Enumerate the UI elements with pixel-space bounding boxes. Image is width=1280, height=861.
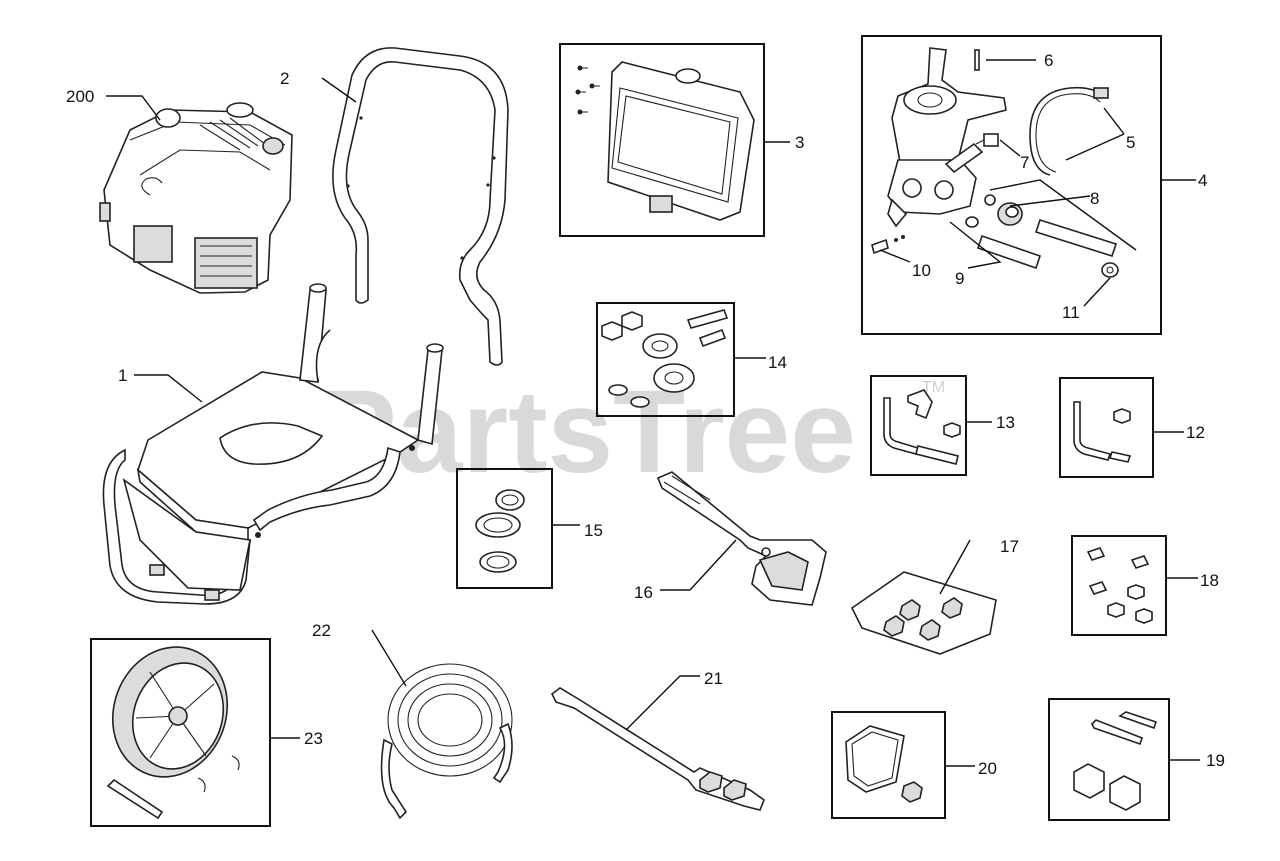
part-5-bypass-hose[interactable] [1029,86,1109,176]
callout-21[interactable]: 21 [704,669,723,688]
box-part-18 [1071,535,1167,636]
leader-11 [1083,277,1111,307]
callout-17[interactable]: 17 [1000,537,1019,556]
callout-9[interactable]: 9 [955,269,964,288]
callout-18[interactable]: 18 [1200,571,1219,590]
leader-10 [879,249,911,263]
leader-17 [939,539,971,595]
part-15-seal-kit[interactable] [475,489,525,573]
part-22-high-pressure-hose[interactable] [380,663,513,820]
part-17-nozzle-kit[interactable] [850,571,997,655]
part-16-spray-gun[interactable] [656,471,827,606]
part-200-engine[interactable] [99,102,293,294]
box-part-23 [90,638,271,827]
part-13-handle-hardware[interactable] [883,389,961,465]
box-part-20 [831,711,946,819]
part-21-spray-wand[interactable] [550,687,765,811]
callout-4[interactable]: 4 [1198,171,1207,190]
box-part-15 [456,468,553,589]
callout-13[interactable]: 13 [996,413,1015,432]
part-3-control-panel[interactable] [575,61,755,221]
part-8-unloader-valve[interactable] [984,194,1118,257]
callout-1[interactable]: 1 [118,366,127,385]
callout-8[interactable]: 8 [1090,189,1099,208]
part-18-engine-hardware[interactable] [1086,547,1153,624]
box-part-13 [870,375,967,476]
part-12-frame-hardware[interactable] [1073,401,1132,463]
callout-12[interactable]: 12 [1186,423,1205,442]
callout-5[interactable]: 5 [1126,133,1135,152]
callout-19[interactable]: 19 [1206,751,1225,770]
callout-15[interactable]: 15 [584,521,603,540]
part-2-handle[interactable] [332,47,509,366]
callout-14[interactable]: 14 [768,353,787,372]
part-4-pump-assembly[interactable] [887,47,1007,228]
part-6-pin[interactable] [974,49,980,71]
leader-2 [321,77,357,103]
box-part-12 [1059,377,1154,478]
part-10-thermal-relief-valve[interactable] [871,235,905,255]
callout-23[interactable]: 23 [304,729,323,748]
callout-22[interactable]: 22 [312,621,331,640]
box-part-3 [559,43,765,237]
callout-6[interactable]: 6 [1044,51,1053,70]
callout-2[interactable]: 2 [280,69,289,88]
box-part-19 [1048,698,1170,821]
leader-9 [949,221,1002,269]
leader-22 [371,629,407,687]
callout-3[interactable]: 3 [795,133,804,152]
leader-16 [660,539,737,591]
part-23-wheel-kit[interactable] [95,631,245,820]
part-19-handle-knobs[interactable] [1073,711,1158,811]
callout-11[interactable]: 11 [1062,303,1080,322]
callout-200[interactable]: 200 [66,87,94,106]
part-9-chemical-injector[interactable] [965,216,1042,270]
watermark: PartsTree [318,366,856,498]
callout-7[interactable]: 7 [1020,153,1029,172]
leader-7 [999,139,1021,157]
box-part-4 [861,35,1162,335]
leader-1 [134,374,203,403]
box-part-14 [596,302,735,417]
part-11-cap[interactable] [1101,262,1119,278]
leader-200 [106,95,161,121]
watermark-trademark: TM [922,379,945,396]
part-7-plug[interactable] [975,133,999,147]
part-20-bracket[interactable] [845,725,923,803]
callout-20[interactable]: 20 [978,759,997,778]
leader-5 [1065,107,1125,161]
leader-21 [625,675,700,731]
part-1-frame[interactable] [102,283,444,605]
callout-16[interactable]: 16 [634,583,653,602]
part-14-wheel-bearing-kit[interactable] [601,309,729,408]
leader-8 [989,179,1137,251]
callout-10[interactable]: 10 [912,261,931,280]
